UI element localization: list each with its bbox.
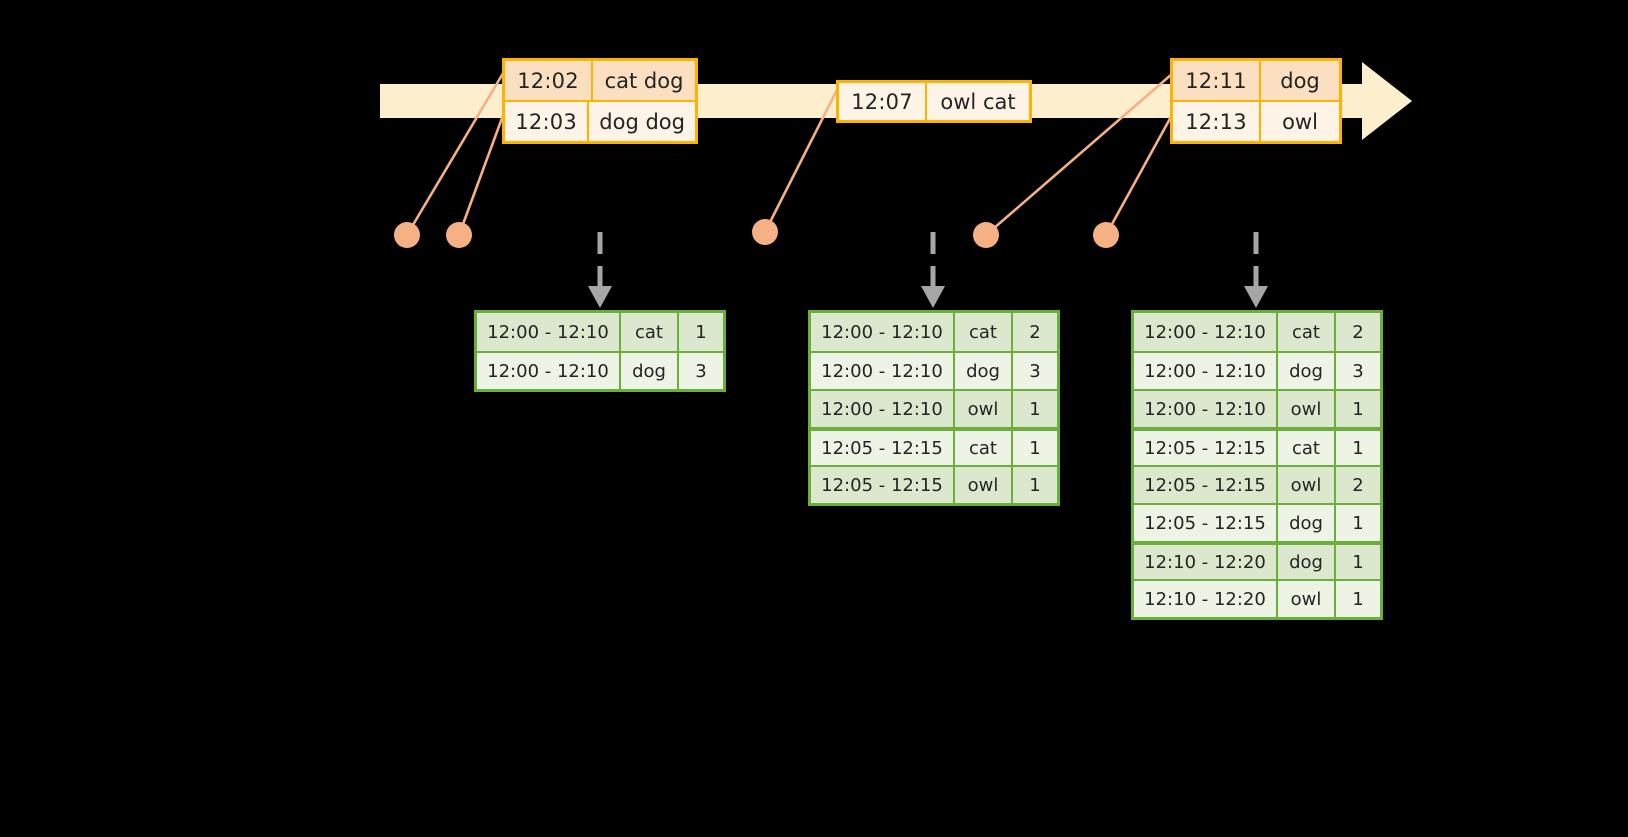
cell-word: cat [955,431,1013,465]
cell-count: 3 [695,360,707,382]
connector-line-3 [763,87,840,233]
event-dot-2 [446,222,472,248]
cell-count: 1 [1352,437,1364,459]
emit-arrows [588,232,1268,308]
cell-word: owl [1278,467,1336,503]
cell-count: 1 [1352,398,1364,420]
cell-window: 12:05 - 12:15 [1134,505,1278,541]
event-words: dog dog [599,109,685,134]
cell-window: 12:05 - 12:15 [811,431,955,465]
cell-word: cat [1278,313,1336,351]
event-time: 12:11 [1173,61,1261,100]
event-time: 12:02 [505,61,593,100]
cell-word: dog [1278,545,1336,579]
event-box-1[interactable]: 12:02 cat dog 12:03 dog dog [502,58,698,144]
cell-word: owl [1278,581,1336,617]
cell-window: 12:00 - 12:10 [1134,353,1278,389]
cell-count: 3 [1352,360,1364,382]
event-box-2[interactable]: 12:07 owl cat [836,80,1032,123]
cell-word: cat [955,313,1013,351]
event-row[interactable]: 12:11 dog [1173,61,1339,100]
cell-window: 12:00 - 12:10 [477,313,621,351]
event-dots [394,219,1119,248]
cell-word: owl [1278,391,1336,427]
cell-word: owl [955,467,1013,503]
cell-word: owl [955,391,1013,427]
cell-word: dog [621,353,679,389]
event-dot-5 [1093,222,1119,248]
event-row[interactable]: 12:13 owl [1173,100,1339,141]
cell-count: 1 [1352,588,1364,610]
cell-count: 2 [1352,474,1364,496]
event-words: cat dog [604,68,684,93]
connector-line-1 [405,69,507,236]
cell-count: 1 [1352,551,1364,573]
event-box-3[interactable]: 12:11 dog 12:13 owl [1170,58,1342,144]
emit-arrow-1 [588,232,612,308]
event-words: owl [1282,109,1318,134]
cell-window: 12:00 - 12:10 [477,353,621,389]
cell-word: dog [1278,353,1336,389]
connector-line-5 [1104,114,1174,236]
cell-count: 3 [1029,360,1041,382]
cell-window: 12:05 - 12:15 [1134,467,1278,503]
event-row[interactable]: 12:02 cat dog [505,61,695,100]
cell-word: cat [1278,431,1336,465]
cell-count: 2 [1029,321,1041,343]
event-time: 12:07 [839,83,927,120]
cell-word: cat [621,313,679,351]
cell-count: 1 [1029,437,1041,459]
emit-arrow-3 [1244,232,1268,308]
event-dot-3 [752,219,778,245]
event-row[interactable]: 12:07 owl cat [839,83,1029,120]
event-time: 12:13 [1173,102,1261,141]
event-words: owl cat [940,89,1016,114]
event-row[interactable]: 12:03 dog dog [505,100,695,141]
cell-count: 1 [1029,398,1041,420]
cell-window: 12:10 - 12:20 [1134,545,1278,579]
cell-window: 12:00 - 12:10 [1134,313,1278,351]
cell-word: dog [1278,505,1336,541]
event-dot-1 [394,222,420,248]
cell-window: 12:10 - 12:20 [1134,581,1278,617]
event-dot-4 [973,222,999,248]
connector-line-2 [457,109,507,236]
cell-window: 12:00 - 12:10 [811,353,955,389]
cell-count: 1 [1352,512,1364,534]
event-time: 12:03 [505,102,590,141]
event-words: dog [1280,68,1320,93]
cell-word: dog [955,353,1013,389]
cell-window: 12:00 - 12:10 [811,313,955,351]
cell-window: 12:05 - 12:15 [811,467,955,503]
emit-arrow-2 [921,232,945,308]
cell-count: 1 [695,321,707,343]
cell-window: 12:00 - 12:10 [811,391,955,427]
cell-count: 1 [1029,474,1041,496]
cell-count: 2 [1352,321,1364,343]
cell-window: 12:05 - 12:15 [1134,431,1278,465]
cell-window: 12:00 - 12:10 [1134,391,1278,427]
